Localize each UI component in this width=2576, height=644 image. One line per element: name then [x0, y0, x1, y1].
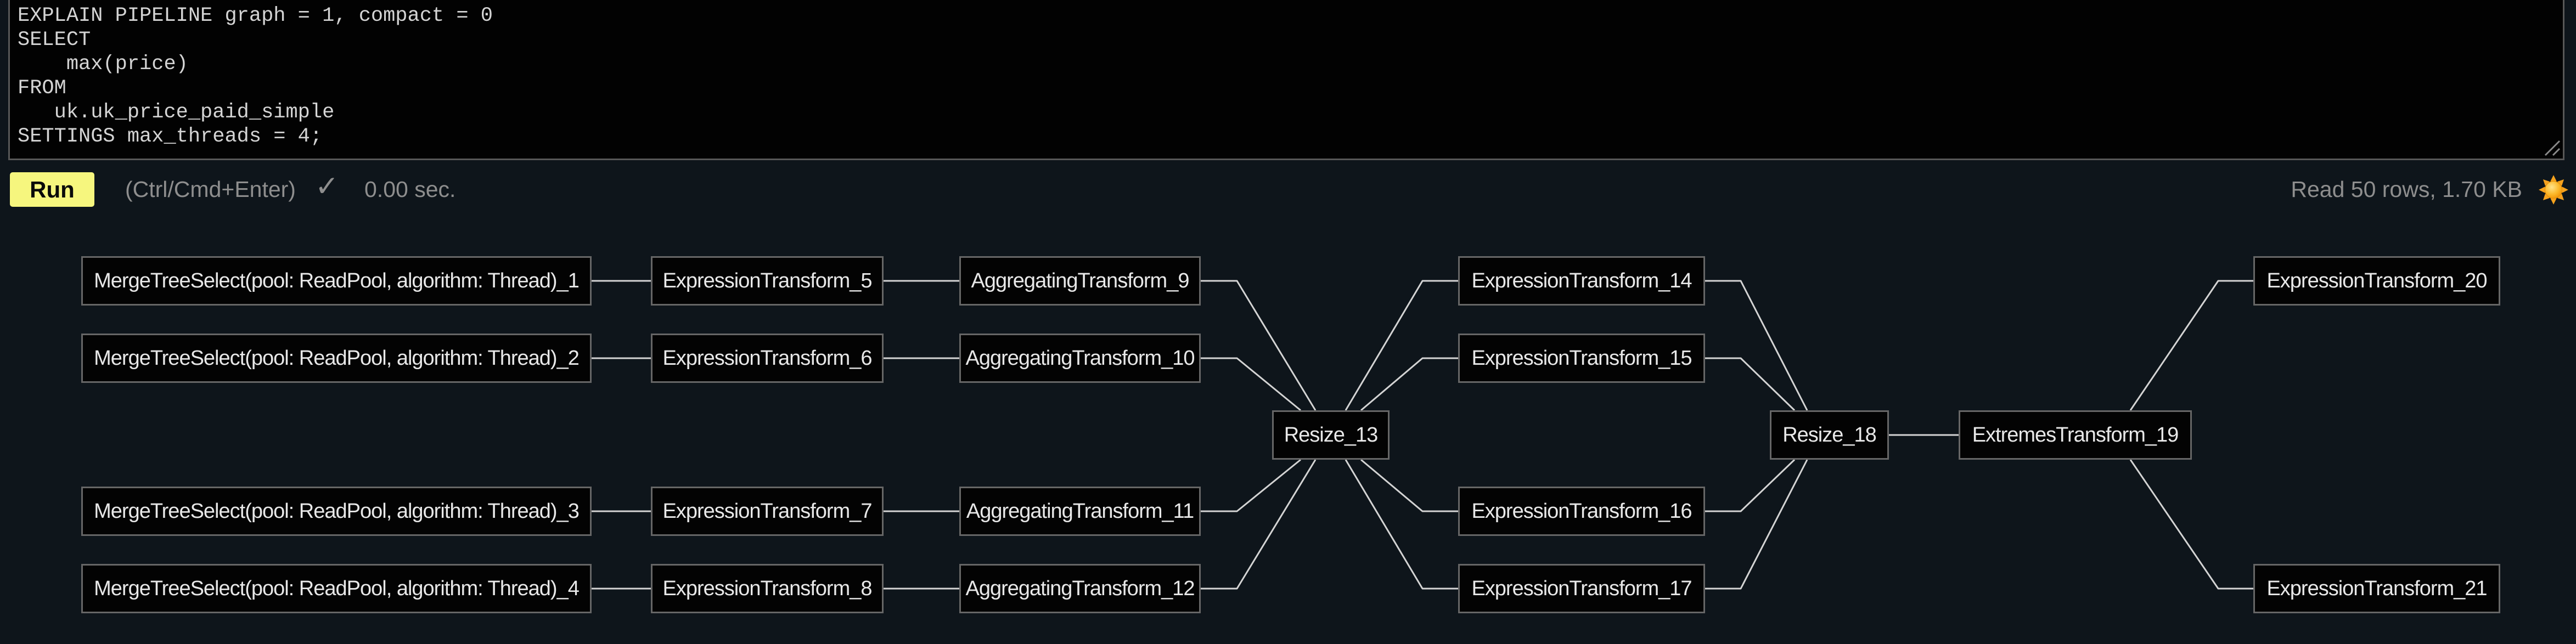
graph-node-ExpressionTransform_16: ExpressionTransform_16	[1458, 487, 1705, 536]
edge-Resize_13-to-ExpressionTransform_14	[1345, 280, 1458, 411]
edge-ExtremesTransform_19-to-ExpressionTransform_20	[2129, 280, 2253, 411]
graph-node-MergeTreeSelect_2: MergeTreeSelect(pool: ReadPool, algorith…	[81, 334, 592, 383]
edge-AggregatingTransform_10-to-Resize_13	[1201, 357, 1301, 411]
graph-node-MergeTreeSelect_1: MergeTreeSelect(pool: ReadPool, algorith…	[81, 256, 592, 306]
edge-ExpressionTransform_16-to-Resize_18	[1705, 459, 1796, 512]
graph-node-ExpressionTransform_5: ExpressionTransform_5	[651, 256, 884, 306]
graph-node-ExpressionTransform_20: ExpressionTransform_20	[2253, 256, 2500, 306]
edge-ExtremesTransform_19-to-ExpressionTransform_21	[2129, 459, 2253, 590]
graph-node-AggregatingTransform_9: AggregatingTransform_9	[959, 256, 1201, 306]
graph-node-ExpressionTransform_7: ExpressionTransform_7	[651, 487, 884, 536]
run-button[interactable]: Run	[10, 172, 94, 207]
elapsed-time: 0.00 sec.	[364, 177, 456, 202]
graph-node-AggregatingTransform_12: AggregatingTransform_12	[959, 564, 1201, 613]
graph-node-AggregatingTransform_11: AggregatingTransform_11	[959, 487, 1201, 536]
edge-AggregatingTransform_11-to-Resize_13	[1201, 459, 1301, 512]
sql-editor[interactable]: EXPLAIN PIPELINE graph = 1, compact = 0 …	[8, 0, 2564, 160]
edge-Resize_13-to-ExpressionTransform_16	[1360, 459, 1458, 512]
success-check-icon: ✓	[315, 171, 339, 202]
shortcut-hint: (Ctrl/Cmd+Enter)	[125, 177, 296, 202]
sun-ray	[2550, 175, 2557, 182]
sun-icon[interactable]	[2538, 174, 2569, 206]
sun-ray	[2550, 198, 2557, 205]
sql-code[interactable]: EXPLAIN PIPELINE graph = 1, compact = 0 …	[18, 4, 493, 148]
resize-grip-icon[interactable]	[2543, 139, 2562, 157]
edge-AggregatingTransform_12-to-Resize_13	[1201, 459, 1317, 590]
graph-node-ExpressionTransform_14: ExpressionTransform_14	[1458, 256, 1705, 306]
read-stats: Read 50 rows, 1.70 KB	[2291, 177, 2522, 202]
sun-ray	[2562, 187, 2568, 193]
edge-ExpressionTransform_17-to-Resize_18	[1705, 459, 1808, 590]
graph-node-Resize_18: Resize_18	[1770, 410, 1889, 460]
edge-ExpressionTransform_15-to-Resize_18	[1705, 357, 1796, 411]
graph-node-ExpressionTransform_8: ExpressionTransform_8	[651, 564, 884, 613]
sun-ray	[2539, 187, 2545, 193]
edge-Resize_13-to-ExpressionTransform_17	[1345, 459, 1458, 590]
graph-node-AggregatingTransform_10: AggregatingTransform_10	[959, 334, 1201, 383]
edge-AggregatingTransform_9-to-Resize_13	[1201, 280, 1317, 411]
graph-node-Resize_13: Resize_13	[1272, 410, 1390, 460]
graph-node-ExpressionTransform_21: ExpressionTransform_21	[2253, 564, 2500, 613]
graph-node-MergeTreeSelect_3: MergeTreeSelect(pool: ReadPool, algorith…	[81, 487, 592, 536]
graph-node-ExpressionTransform_15: ExpressionTransform_15	[1458, 334, 1705, 383]
edge-ExpressionTransform_14-to-Resize_18	[1705, 280, 1808, 411]
graph-node-MergeTreeSelect_4: MergeTreeSelect(pool: ReadPool, algorith…	[81, 564, 592, 613]
edge-Resize_13-to-ExpressionTransform_15	[1360, 357, 1458, 411]
graph-node-ExpressionTransform_6: ExpressionTransform_6	[651, 334, 884, 383]
graph-node-ExpressionTransform_17: ExpressionTransform_17	[1458, 564, 1705, 613]
graph-node-ExtremesTransform_19: ExtremesTransform_19	[1959, 410, 2192, 460]
